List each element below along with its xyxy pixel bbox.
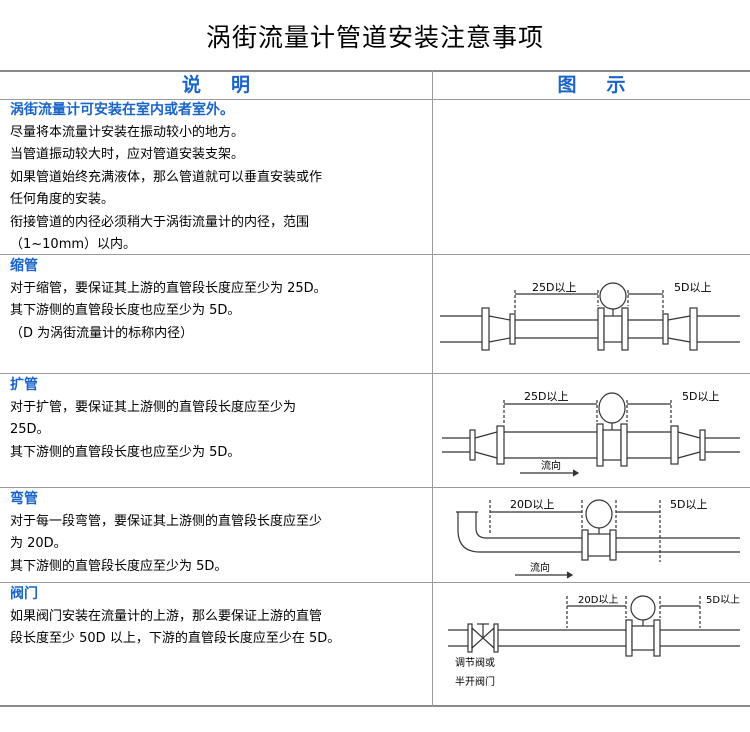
section-title: 扩管 — [10, 377, 38, 393]
reducer-upstream-label: 25D以上 — [532, 281, 576, 294]
section-valve: 阀门 如果阀门安装在流量计的上游，那么要保证上游的直管 段长度至少 50D 以上… — [10, 583, 425, 651]
valve-diagram: 20D以上 5D以上 调节阀或 半开阀门 — [448, 594, 740, 688]
section-line: 任何角度的安装。 — [10, 192, 115, 207]
section-line: 衔接管道的内径必须稍大于涡街流量计的内径，范围 — [10, 214, 310, 230]
section-title: 弯管 — [10, 491, 38, 507]
section-line: 对于缩管，要保证其上游的直管段长度应至少为 25D。 — [10, 280, 327, 296]
header-description: 说明 — [181, 74, 280, 96]
header-diagram: 图示 — [557, 74, 656, 96]
section-elbow: 弯管 对于每一段弯管，要保证其上游侧的直管段长度应至少 为 20D。 其下游侧的… — [10, 488, 425, 578]
section-title: 缩管 — [10, 258, 38, 274]
section-line: 段长度至少 50D 以上，下游的直管段长度应至少在 5D。 — [10, 631, 341, 646]
expander-upstream-label: 25D以上 — [524, 390, 568, 403]
reducer-downstream-label: 5D以上 — [674, 281, 711, 294]
section-title: 阀门 — [10, 586, 38, 602]
section-line: 其下游侧的直管段长度也应至少为 5D。 — [10, 303, 241, 318]
section-expander: 扩管 对于扩管，要保证其上游侧的直管段长度应至少为 25D。 其下游侧的直管段长… — [10, 374, 425, 464]
section-line: （1~10mm）以内。 — [10, 237, 137, 252]
instruction-table — [0, 70, 750, 707]
flow-direction-label: 流向 — [530, 561, 550, 574]
section-title: 涡街流量计可安装在室内或者室外。 — [10, 102, 234, 118]
valve-label-line1: 调节阀或 — [455, 656, 495, 669]
expander-diagram: 25D以上 5D以上 流向 — [442, 390, 740, 477]
section-line: 25D。 — [10, 422, 50, 437]
elbow-diagram: 20D以上 5D以上 流向 — [456, 498, 740, 579]
section-reducer: 缩管 对于缩管，要保证其上游的直管段长度应至少为 25D。 其下游侧的直管段长度… — [10, 255, 425, 345]
reducer-diagram: 25D以上 5D以上 — [440, 281, 740, 351]
section-line: 尽量将本流量计安装在振动较小的地方。 — [10, 124, 245, 140]
row-divider — [0, 99, 750, 100]
section-line: 其下游侧的直管段长度应至少为 5D。 — [10, 558, 228, 574]
section-line: （D 为涡街流量计的标称内径） — [10, 325, 194, 341]
row-divider — [0, 254, 750, 255]
page-title: 涡街流量计管道安装注意事项 — [205, 23, 544, 52]
elbow-downstream-label: 5D以上 — [670, 498, 707, 511]
elbow-upstream-label: 20D以上 — [510, 498, 554, 511]
valve-upstream-label: 20D以上 — [578, 594, 618, 606]
section-line: 如果管道始终充满液体，那么管道就可以垂直安装或作 — [10, 169, 323, 185]
valve-label-line2: 半开阀门 — [455, 675, 495, 688]
section-line: 当管道振动较大时，应对管道安装支架。 — [10, 147, 245, 162]
flow-direction-label: 流向 — [541, 459, 561, 472]
valve-downstream-label: 5D以上 — [706, 594, 740, 606]
expander-downstream-label: 5D以上 — [682, 390, 719, 403]
section-line: 为 20D。 — [10, 536, 67, 551]
section-line: 如果阀门安装在流量计的上游，那么要保证上游的直管 — [10, 608, 323, 624]
column-divider — [432, 70, 433, 707]
row-divider — [0, 487, 750, 488]
section-installation-location: 涡街流量计可安装在室内或者室外。 尽量将本流量计安装在振动较小的地方。 当管道振… — [10, 99, 425, 257]
row-divider — [0, 582, 750, 583]
section-line: 对于每一段弯管，要保证其上游侧的直管段长度应至少 — [10, 513, 323, 529]
row-divider — [0, 373, 750, 374]
section-line: 对于扩管，要保证其上游侧的直管段长度应至少为 — [10, 399, 297, 415]
section-line: 其下游侧的直管段长度也应至少为 5D。 — [10, 444, 241, 460]
